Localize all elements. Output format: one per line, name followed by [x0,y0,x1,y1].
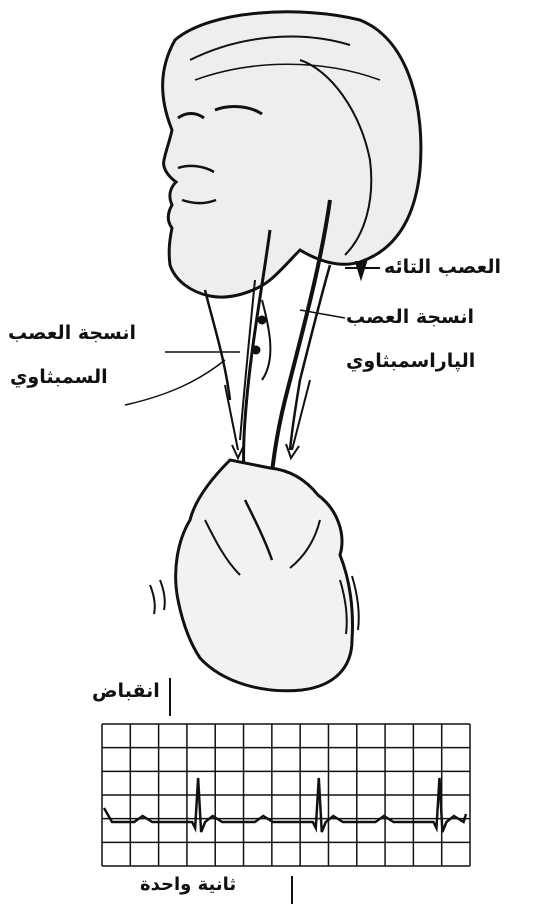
one-second-label: ثانية واحدة [140,874,236,895]
sympathetic-label-line1: انسجة العصب [8,322,136,344]
parasympathetic-label-line2: الپاراسمبثاوي [346,350,475,372]
ecg-grid [102,724,470,866]
vagus-nerve-label: العصب التائه [384,256,501,278]
sympathetic-label-line2: السمبثاوي [10,366,108,388]
head-illustration [163,12,421,297]
ecg-strip [102,724,470,866]
parasympathetic-label-line1: انسجة العصب [346,306,474,328]
leader-lines [125,310,345,405]
contraction-label: انقباض [92,680,160,702]
heart-illustration [150,460,359,691]
